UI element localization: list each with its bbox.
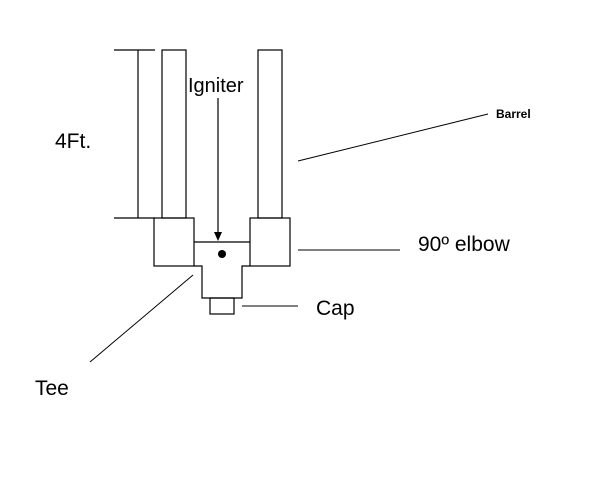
barrel-leader (297, 113, 489, 162)
left-elbow (153, 217, 195, 267)
height-label: 4Ft. (55, 130, 92, 153)
arrow-head-icon (214, 232, 222, 241)
tee-label: Tee (35, 377, 69, 400)
igniter-label: Igniter (188, 75, 244, 97)
cap-label: Cap (316, 297, 355, 320)
left-barrel (161, 49, 187, 219)
right-elbow (249, 217, 291, 267)
height-dimension (114, 49, 155, 219)
igniter-dot (218, 250, 226, 258)
elbow-label: 90º elbow (418, 233, 510, 256)
barrel-label: Barrel (496, 107, 531, 121)
tee-leader (89, 274, 194, 363)
right-barrel (257, 49, 283, 219)
cap (209, 297, 235, 315)
